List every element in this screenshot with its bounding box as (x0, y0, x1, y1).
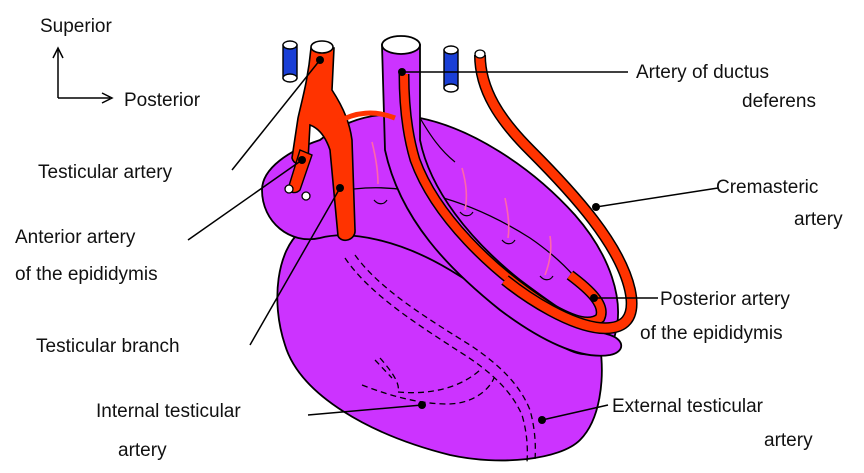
vein-right (444, 46, 458, 92)
label-testicular-branch: Testicular branch (36, 336, 180, 357)
vein-left (283, 41, 297, 82)
label-anterior-artery-line2: of the epididymis (15, 264, 158, 285)
label-external-testicular-line2: artery (764, 430, 813, 451)
label-external-testicular-line1: External testicular (612, 396, 764, 417)
label-cremasteric-line2: artery (794, 209, 843, 230)
orientation-arrows (53, 48, 112, 103)
cremasteric-artery-opening (475, 50, 485, 58)
label-anterior-artery-line1: Anterior artery (15, 227, 136, 248)
label-artery-ductus-line2: deferens (742, 91, 816, 112)
label-internal-testicular-line1: Internal testicular (96, 401, 241, 422)
orientation-posterior-label: Posterior (124, 90, 201, 111)
ductus-deferens-opening (382, 36, 420, 54)
testicular-artery-opening (311, 41, 333, 53)
anterior-branch-end (285, 185, 293, 193)
label-posterior-artery-line1: Posterior artery (660, 289, 790, 310)
label-artery-ductus-line1: Artery of ductus (636, 62, 769, 83)
label-internal-testicular-line2: artery (118, 440, 167, 461)
orientation-superior-label: Superior (40, 16, 112, 37)
label-cremasteric-line1: Cremasteric (716, 177, 818, 198)
anterior-branch-end-2 (302, 192, 310, 200)
label-testicular-artery: Testicular artery (38, 162, 173, 183)
label-posterior-artery-line2: of the epididymis (640, 323, 783, 344)
